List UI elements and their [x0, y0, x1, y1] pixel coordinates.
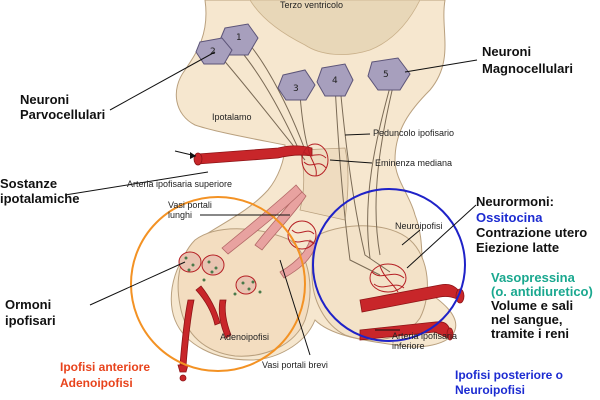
long-portal-vessels-label-line2: lunghi: [168, 210, 193, 220]
inferior-hypophyseal-artery-label-line2: inferiore: [392, 341, 425, 351]
third-ventricle: [249, 0, 421, 55]
vasopressin-label: Vasopressina: [491, 270, 575, 285]
median-eminence-label: Eminenza mediana: [375, 158, 453, 168]
posterior-pituitary-label: Ipofisi posteriore o: [455, 368, 564, 382]
in-blood-label: nel sangue,: [491, 312, 563, 327]
svg-text:1: 1: [236, 33, 242, 43]
anterior-lobe-highlight: [130, 196, 306, 372]
anterior-pituitary-label-line2: Adenoipofisi: [60, 376, 133, 390]
pituitary-hormones-label-line2: ipofisari: [5, 313, 56, 328]
posterior-lobe-highlight: [312, 188, 466, 342]
svg-text:2: 2: [210, 47, 216, 57]
portal-vessels: [221, 184, 317, 279]
superior-hypophyseal-artery-label: Arteria ipofisaria superiore: [127, 179, 233, 189]
hypothalamic-substances-label: Sostanze: [0, 176, 58, 191]
neurohormones-label: Neurormoni:: [476, 194, 554, 209]
axon-fibers: [214, 44, 396, 276]
leader-lines: [64, 51, 478, 356]
capillary-plexus-anterior: [178, 251, 257, 295]
neuron-cells: [195, 23, 411, 101]
capillary-plexus-median: [301, 143, 329, 177]
posterior-pituitary-label-line2: Neuroipofisi: [455, 383, 526, 397]
via-kidneys-label: tramite i reni: [491, 326, 570, 341]
antidiuretic-label: (o. antidiuretico): [491, 284, 593, 299]
long-portal-vessels-label: Vasi portali: [168, 200, 212, 210]
oxytocin-label: Ossitocina: [476, 210, 543, 225]
parvocellular-neurons-label: Neuroni: [20, 92, 70, 107]
inferior-hypophyseal-artery-label: Arteria ipofisaria: [392, 331, 458, 341]
svg-text:4: 4: [332, 76, 338, 86]
neurohypophysis-label: Neuroipofisi: [395, 221, 443, 231]
svg-text:3: 3: [293, 84, 299, 94]
parvocellular-neurons-label-line2: Parvocellulari: [20, 107, 106, 122]
short-portal-vessels-label: Vasi portali brevi: [262, 360, 328, 370]
hypothalamic-substances-label-line2: ipotalamiche: [0, 191, 80, 206]
hypophyseal-peduncle-label: Peduncolo ipofisario: [373, 128, 455, 138]
capillary-plexus-posterior: [369, 263, 407, 293]
third-ventricle-label: Terzo ventricolo: [280, 0, 344, 10]
adenohypophysis-label: Adenoipofisi: [220, 332, 270, 342]
hormone-granules: [184, 256, 262, 296]
svg-text:5: 5: [383, 70, 389, 80]
milk-ejection-label: Eiezione latte: [476, 240, 560, 255]
magnocellular-neurons-label: Neuroni: [482, 44, 532, 59]
neurohypophysis-lobe: [311, 225, 428, 341]
volume-salts-label: Volume e sali: [491, 298, 574, 313]
magnocellular-neurons-label-line2: Magnocellulari: [482, 61, 574, 76]
anterior-pituitary-label: Ipofisi anteriore: [60, 360, 151, 374]
arteries: [177, 145, 465, 373]
hypothalamus-label: Ipotalamo: [212, 112, 252, 122]
uterine-contraction-label: Contrazione utero: [476, 225, 588, 240]
pituitary-stalk: [299, 147, 349, 221]
pituitary-hormones-label: Ormoni: [5, 297, 52, 312]
